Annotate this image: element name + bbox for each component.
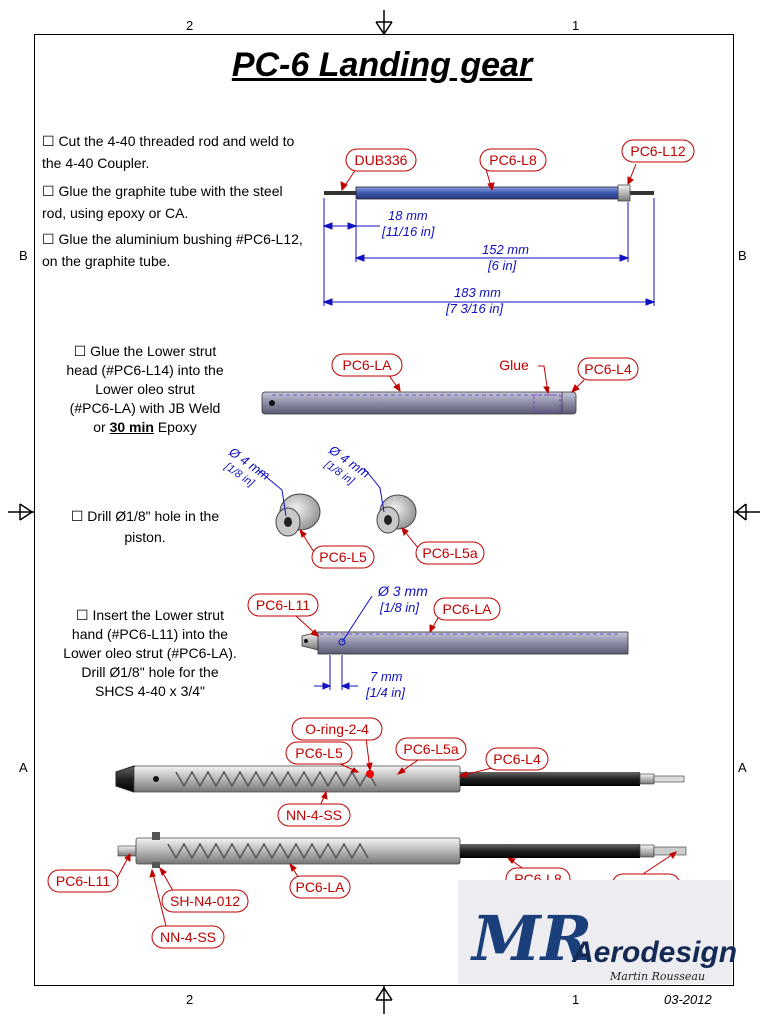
label-nn-4-ss-bottom: NN-4-SS (160, 929, 216, 945)
label-pc6-l5-assembly: PC6-L5 (295, 745, 343, 761)
graphite-tube-assembly (324, 184, 654, 202)
zone-marker-right-a: A (738, 760, 747, 775)
dimension-lines-tube (322, 198, 656, 306)
piston-l5a (376, 494, 417, 534)
label-pc6-l11-hand: PC6-L11 (256, 597, 310, 613)
label-oring: O-ring-2-4 (305, 721, 369, 737)
label-sh-n4-012: SH-N4-012 (170, 893, 240, 909)
label-pc6-l12: PC6-L12 (630, 143, 685, 159)
zone-marker-bottom-left: 2 (186, 992, 194, 1007)
callout-leaders (115, 162, 677, 927)
zone-marker-left-b: B (19, 248, 28, 263)
dimension-lines-hand (314, 595, 373, 690)
label-pc6-la-hand: PC6-LA (442, 601, 492, 617)
assembly-view-top (115, 765, 685, 793)
label-pc6-l8-top: PC6-L8 (489, 152, 537, 168)
label-pc6-l11-assembly: PC6-L11 (56, 873, 110, 889)
dim-7mm: 7 mm (370, 669, 403, 684)
dim-phi3-inch: [1/8 in] (379, 600, 419, 615)
dim-18mm: 18 mm (388, 208, 428, 223)
label-pc6-l4-strut: PC6-L4 (584, 361, 632, 377)
logo-brand: Aerodesign (571, 936, 737, 969)
strut-with-hand (301, 631, 629, 655)
zone-marker-top-right: 1 (572, 18, 580, 33)
zone-marker-right-b: B (738, 248, 747, 263)
assembly-view-bottom (117, 832, 687, 868)
label-pc6-l5a: PC6-L5a (422, 545, 477, 561)
label-pc6-l5a-assembly: PC6-L5a (403, 741, 458, 757)
label-pc6-l5: PC6-L5 (319, 549, 367, 565)
logo-initials: MR (470, 902, 592, 975)
page-title: PC-6 Landing gear (231, 46, 533, 84)
mr-aerodesign-logo: MR Aerodesign Martin Rousseau (458, 880, 737, 984)
lower-oleo-strut (261, 391, 577, 415)
dim-phi3: Ø 3 mm (377, 583, 428, 599)
label-pc6-l4-assembly: PC6-L4 (493, 751, 541, 767)
dim-152mm: 152 mm (482, 242, 529, 257)
oring-marker (366, 770, 374, 778)
dim-183mm-inch: [7 3/16 in] (445, 301, 503, 316)
label-nn-4-ss-top: NN-4-SS (286, 807, 342, 823)
zone-marker-bottom-right: 1 (572, 992, 580, 1007)
dim-7mm-inch: [1/4 in] (365, 685, 405, 700)
label-glue: Glue (499, 357, 529, 373)
logo-author: Martin Rousseau (609, 970, 705, 983)
zone-marker-top-left: 2 (186, 18, 194, 33)
callout-balloons (47, 139, 695, 949)
leader-phi4 (257, 467, 385, 517)
label-dub336: DUB336 (355, 152, 408, 168)
drawing-date: 03-2012 (664, 992, 712, 1007)
piston-l5 (275, 493, 321, 537)
label-pc6-la-strut: PC6-LA (342, 357, 392, 373)
dim-183mm: 183 mm (454, 285, 501, 300)
step-glue-bushing: ☐ Glue the aluminium bushing #PC6-L12,on… (42, 231, 303, 269)
dim-152mm-inch: [6 in] (487, 258, 517, 273)
dim-18mm-inch: [11/16 in] (381, 224, 435, 239)
zone-marker-left-a: A (19, 760, 28, 775)
label-pc6-la-assembly: PC6-LA (295, 879, 345, 895)
